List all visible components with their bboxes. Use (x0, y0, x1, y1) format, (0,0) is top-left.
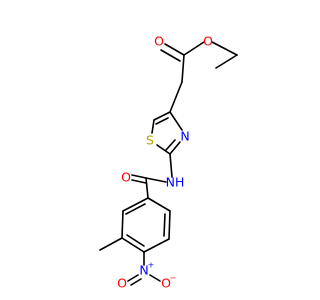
bond-c-o-double-a (164, 43, 185, 56)
bond-n-o-double-a (127, 274, 139, 282)
bond-nh-c-amide (145, 177, 167, 183)
bond-c4-c5-inner (155, 117, 169, 125)
bond-ring-5-inner (163, 213, 166, 237)
atom-o-nitro-double: O (117, 276, 127, 291)
atom-labels: O O N S O NH N + O O − (117, 34, 213, 291)
bond-c2-n-inner (165, 139, 176, 151)
atom-o-ester: O (203, 34, 213, 49)
bond-layer (99, 41, 238, 286)
bond-carbonyl-ch2 (181, 54, 185, 83)
bond-ch2-o (211, 41, 238, 56)
bond-c-o-double-b (160, 49, 181, 62)
charge-plus-nitro: + (148, 261, 155, 270)
bond-ring-6 (147, 197, 171, 212)
bond-s-c2 (156, 144, 171, 155)
atom-n-thiazole: N (180, 129, 189, 144)
bond-ch3-ch2 (215, 54, 238, 69)
bond-c-o-amide-b (131, 179, 147, 184)
bond-c-amide-ring (145, 177, 149, 199)
charge-minus-nitro: − (170, 274, 177, 283)
bond-n-c4 (169, 111, 183, 131)
atom-o-carbonyl-ester: O (154, 34, 164, 49)
bond-ring-4 (143, 238, 170, 253)
bond-c4-c5 (153, 111, 171, 121)
bond-ring-2 (121, 210, 124, 239)
bond-ch2-thiazole (169, 81, 183, 113)
bond-ring-5 (168, 210, 171, 240)
molecule-structure: O O N S O NH N + O O − (99, 34, 238, 291)
atom-s-thiazole: S (146, 133, 154, 148)
bond-methyl (99, 237, 123, 251)
bond-o-c-carbonyl (183, 41, 205, 56)
atom-n-nitro: N (139, 263, 148, 278)
atom-o-amide: O (121, 170, 131, 185)
bond-ring-3 (121, 237, 145, 253)
bond-c2-n (169, 141, 181, 155)
bond-n-o-double-b (130, 278, 142, 286)
atom-nh-amide: NH (166, 175, 185, 190)
bond-ring-3-inner (126, 234, 145, 247)
bond-ring-1 (122, 197, 149, 212)
bond-c2-nh (169, 153, 173, 178)
atom-o-nitro-single: O (161, 276, 171, 291)
bond-n-o-single (149, 274, 161, 282)
bond-c5-s (151, 119, 155, 134)
bond-ring-1-inner (125, 203, 146, 215)
bond-c-o-amide-a (131, 174, 147, 179)
